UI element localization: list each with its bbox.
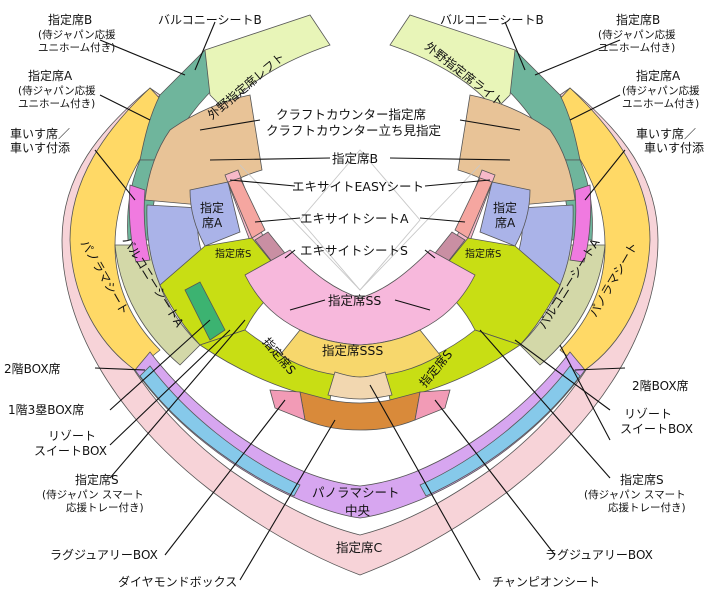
leader-lines xyxy=(94,21,626,581)
label-resort-right-1: リゾート xyxy=(624,407,672,421)
label-shitei-a-right: 指定席A xyxy=(636,68,681,83)
label-balcony-b-right: バルコニーシートB xyxy=(440,13,544,27)
label-shitei-s-smart-left-2: (侍ジャパン スマート xyxy=(42,489,144,501)
label-box2-right: 2階BOX席 xyxy=(632,378,689,393)
label-shitei-b-right-sub2: ユニホーム付き) xyxy=(598,41,675,54)
label-luxury-right: ラグジュアリーBOX xyxy=(545,548,653,562)
label-shitei-b-center: 指定席B xyxy=(332,151,378,166)
section-shitei-a-inner-right[interactable] xyxy=(479,181,531,247)
label-shitei-b-right: 指定席B xyxy=(616,12,660,27)
label-shitei-a-left-sub1: (侍ジャパン応援 xyxy=(18,84,96,97)
section-shitei-sss[interactable] xyxy=(279,329,441,378)
section-exc-a-right[interactable] xyxy=(454,177,493,239)
label-shitei-sss: 指定席SSS xyxy=(322,343,383,358)
label-resort-left-1: リゾート xyxy=(48,429,96,443)
label-panorama-chuo-1: パノラマシート xyxy=(312,485,400,500)
section-green-box[interactable] xyxy=(184,281,226,341)
section-shitei-a-inner-left[interactable] xyxy=(189,181,241,247)
label-shitei-b-left-sub2: ユニホーム付き) xyxy=(38,41,115,54)
label-easy: エキサイトEASYシート xyxy=(292,179,424,194)
label-wheelchair-right-2: 車いす付添 xyxy=(644,141,704,155)
section-box2-left[interactable] xyxy=(139,365,301,497)
label-champion: チャンピオンシート xyxy=(492,575,600,589)
section-panorama-chuo[interactable] xyxy=(134,351,586,519)
infield-lines xyxy=(239,149,481,291)
label-box13-left: 1階3塁BOX席 xyxy=(8,402,84,417)
label-wheelchair-left-2: 車いす付添 xyxy=(10,141,70,155)
label-shitei-a-left: 指定席A xyxy=(28,68,73,83)
label-exc-s: エキサイトシートS xyxy=(300,243,408,258)
label-shitei-a-right-sub2: ユニホーム付き) xyxy=(622,97,699,110)
label-shitei-s-in-left: 指定席S xyxy=(215,247,251,260)
label-shitei-a-right-sub1: (侍ジャパン応援 xyxy=(622,84,700,97)
section-box2-right[interactable] xyxy=(419,365,581,497)
label-shitei-s-smart-right-1: 指定席S xyxy=(620,472,664,487)
section-wheelchair-left[interactable] xyxy=(128,184,151,263)
label-shitei-b-left: 指定席B xyxy=(48,12,92,27)
label-shitei-a-in-right-1: 指定 xyxy=(493,200,517,215)
label-shitei-s-smart-left-3: 応援トレー付き) xyxy=(66,501,144,514)
section-luxury-right[interactable] xyxy=(414,389,451,421)
section-champion[interactable] xyxy=(327,371,393,400)
label-shitei-a-in-left-1: 指定 xyxy=(200,200,224,215)
section-luxury-left[interactable] xyxy=(269,389,306,421)
label-shitei-a-in-left-2: 席A xyxy=(202,215,223,230)
section-exc-a-left[interactable] xyxy=(227,177,266,239)
label-shitei-a-in-right-2: 席A xyxy=(495,215,516,230)
label-wheelchair-right-1: 車いす席／ xyxy=(636,126,696,141)
label-balcony-b-left: バルコニーシートB xyxy=(158,13,262,27)
label-shitei-b-left-sub1: (侍ジャパン応援 xyxy=(38,28,116,41)
label-shitei-b-right-sub1: (侍ジャパン応援 xyxy=(598,28,676,41)
label-diamond-box: ダイヤモンドボックス xyxy=(118,574,237,589)
label-box2-left: 2階BOX席 xyxy=(4,361,61,376)
label-shitei-ss: 指定席SS xyxy=(328,293,381,308)
label-shitei-a-left-sub2: ユニホーム付き) xyxy=(18,97,95,110)
label-shitei-s-smart-right-2: (侍ジャパン スマート xyxy=(584,489,686,501)
label-wheelchair-left-1: 車いす席／ xyxy=(10,126,70,141)
label-luxury-left: ラグジュアリーBOX xyxy=(50,548,158,562)
label-craft-1: クラフトカウンター指定席 xyxy=(276,107,426,122)
label-exc-a: エキサイトシートA xyxy=(300,211,409,226)
label-shitei-c: 指定席C xyxy=(336,540,383,555)
label-resort-left-2: スイートBOX xyxy=(34,444,107,458)
label-panorama-chuo-2: 中央 xyxy=(345,503,371,518)
label-shitei-s-in-right: 指定席S xyxy=(465,247,501,260)
label-resort-right-2: スイートBOX xyxy=(620,422,693,436)
label-shitei-s-smart-right-3: 応援トレー付き) xyxy=(608,501,686,514)
label-craft-2: クラフトカウンター立ち見指定 xyxy=(266,123,441,138)
label-shitei-s-smart-left-1: 指定席S xyxy=(75,472,119,487)
section-wheelchair-right[interactable] xyxy=(569,184,592,263)
